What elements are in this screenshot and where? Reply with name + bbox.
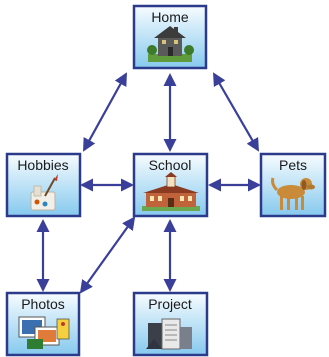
photo-collage-icon — [18, 316, 70, 349]
edges — [36, 72, 261, 294]
house-icon — [147, 26, 194, 62]
node-pets-box — [259, 152, 327, 218]
folder-books-icon — [146, 318, 192, 350]
node-project[interactable]: Project — [132, 291, 209, 357]
paint-brush-icon — [30, 174, 58, 211]
node-school-label: School — [149, 157, 192, 173]
edge-school-photos — [79, 216, 136, 294]
node-pets[interactable]: Pets — [259, 152, 327, 218]
node-home-label: Home — [151, 9, 189, 25]
node-home[interactable]: Home — [132, 4, 208, 70]
node-hobbies[interactable]: Hobbies — [5, 152, 82, 218]
dog-icon — [271, 177, 315, 210]
node-pets-label: Pets — [279, 157, 307, 173]
node-school[interactable]: School — [132, 152, 209, 218]
node-hobbies-label: Hobbies — [17, 157, 68, 173]
edge-home-pets — [213, 72, 259, 152]
edge-home-hobbies — [83, 72, 127, 152]
node-project-label: Project — [148, 296, 192, 312]
node-photos[interactable]: Photos — [5, 291, 81, 357]
schoolhouse-icon — [142, 172, 200, 211]
node-photos-label: Photos — [21, 296, 65, 312]
